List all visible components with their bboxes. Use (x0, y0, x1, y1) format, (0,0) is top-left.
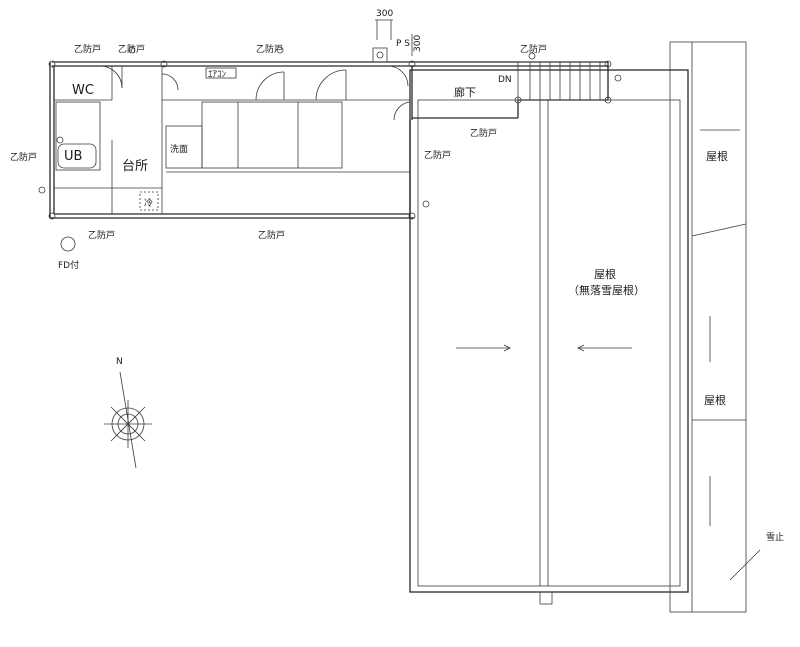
label-snow-stop: 雪止 (766, 531, 784, 543)
label-dim-300: 300 (413, 35, 423, 52)
label-wc: WC (72, 83, 94, 98)
fire-door-labels: 乙防戸 乙防戸 乙防戸 乙防戸 乙防戸 乙防戸 乙防戸 乙防戸 乙防戸 (10, 43, 547, 241)
pipe-space-icon (372, 19, 413, 63)
fire-door-label: 乙防戸 (10, 151, 37, 163)
label-fridge: 冷 (144, 197, 153, 209)
fire-door-label: 乙防戸 (88, 229, 115, 241)
label-roof-main-sub: （無落雪屋根） (568, 283, 645, 297)
fire-damper-icon (38, 46, 622, 252)
label-corridor: 廊下 (454, 85, 476, 99)
fire-door-label: 乙防戸 (74, 43, 101, 55)
label-roof-main: 屋根 (594, 267, 616, 281)
label-roof-right-mid: 屋根 (704, 393, 726, 407)
compass-rose-icon (104, 371, 152, 469)
main-roof (409, 69, 689, 605)
label-ub: UB (64, 149, 82, 164)
room-labels: WC UB 台所 廊下 DN P S 300 300 ｴｱｺﾝ 洗面 冷 FD付… (58, 9, 784, 543)
label-fd: FD付 (58, 260, 79, 271)
label-down: DN (498, 75, 512, 85)
label-dim-top: 300 (376, 9, 393, 19)
label-roof-right-top: 屋根 (706, 149, 728, 163)
label-washer: 洗面 (170, 143, 188, 155)
door-swings (99, 65, 411, 121)
fire-door-label: 乙防戸 (258, 229, 285, 241)
corner-posts (48, 60, 612, 220)
label-aircon: ｴｱｺﾝ (208, 70, 227, 80)
fire-door-label: 乙防戸 (470, 127, 497, 139)
side-roof (669, 41, 761, 613)
label-kitchen: 台所 (122, 159, 148, 174)
building-outline (49, 61, 609, 219)
label-ps: P S (396, 39, 410, 49)
label-north: N (116, 357, 123, 367)
fire-door-label: 乙防戸 (520, 43, 547, 55)
fire-door-label: 乙防戸 (424, 149, 451, 161)
fire-door-label: 乙防戸 (118, 43, 145, 55)
fire-door-label: 乙防戸 (256, 43, 283, 55)
stair-icon (517, 61, 601, 101)
interior-walls (54, 66, 410, 214)
